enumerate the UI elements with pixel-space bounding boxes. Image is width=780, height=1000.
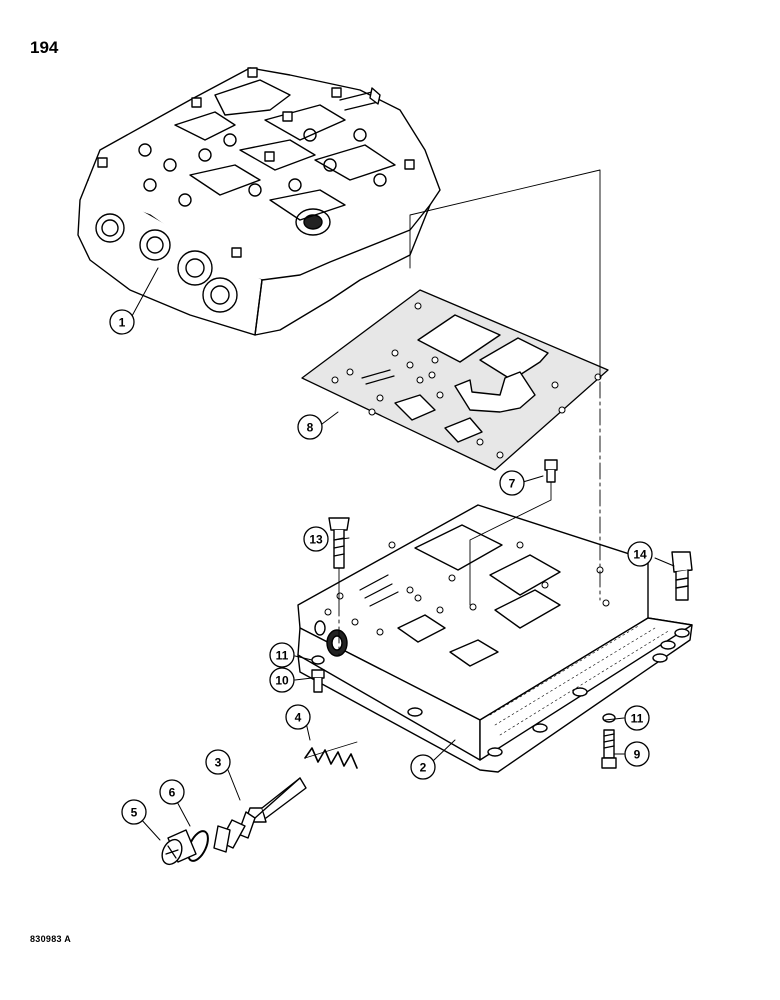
svg-text:14: 14 [633, 548, 647, 562]
svg-text:9: 9 [634, 748, 641, 762]
svg-text:6: 6 [169, 786, 176, 800]
callout-3: 3 [205, 749, 231, 775]
svg-text:2: 2 [420, 761, 427, 775]
washer-11-left [311, 655, 325, 665]
drawing-code: 830983 A [30, 934, 72, 944]
callout-13: 13 [303, 526, 329, 552]
callout-1: 1 [109, 309, 135, 335]
svg-text:11: 11 [631, 712, 644, 726]
callout-5: 5 [121, 799, 147, 825]
svg-text:13: 13 [309, 533, 323, 547]
page-number: 194 [30, 38, 59, 57]
svg-text:8: 8 [307, 421, 314, 435]
callout-2: 2 [410, 754, 436, 780]
callout-10: 10 [269, 667, 295, 693]
callout-6: 6 [159, 779, 185, 805]
gasket [301, 289, 609, 471]
spring-4 [304, 741, 358, 769]
callouts: 1 2 3 4 5 6 7 8 9 10 11 11 13 14 [109, 309, 653, 825]
plug-5 [161, 829, 197, 866]
svg-text:1: 1 [119, 316, 126, 330]
callout-11-right: 11 [624, 705, 650, 731]
svg-text:4: 4 [295, 711, 302, 725]
svg-text:11: 11 [276, 649, 289, 663]
svg-text:5: 5 [131, 806, 138, 820]
washer-11-right [602, 713, 616, 723]
callout-9: 9 [624, 741, 650, 767]
callout-11-left: 11 [269, 642, 295, 668]
alignment-lines [338, 169, 601, 656]
svg-text:3: 3 [215, 756, 222, 770]
socket-screw-14 [671, 551, 693, 601]
callout-14: 14 [627, 541, 653, 567]
relief-valve-spool-3 [213, 777, 307, 853]
svg-text:7: 7 [509, 477, 516, 491]
callout-8: 8 [297, 414, 323, 440]
callout-7: 7 [499, 470, 525, 496]
socket-screw-7 [544, 459, 558, 483]
cap-screw-10 [311, 669, 325, 693]
cap-screw-13 [328, 517, 350, 569]
cap-screw-9 [601, 729, 617, 769]
svg-text:10: 10 [275, 674, 289, 688]
valve-mounting-plate [297, 504, 693, 773]
callout-4: 4 [285, 704, 311, 730]
control-valve-assembly [77, 67, 441, 336]
